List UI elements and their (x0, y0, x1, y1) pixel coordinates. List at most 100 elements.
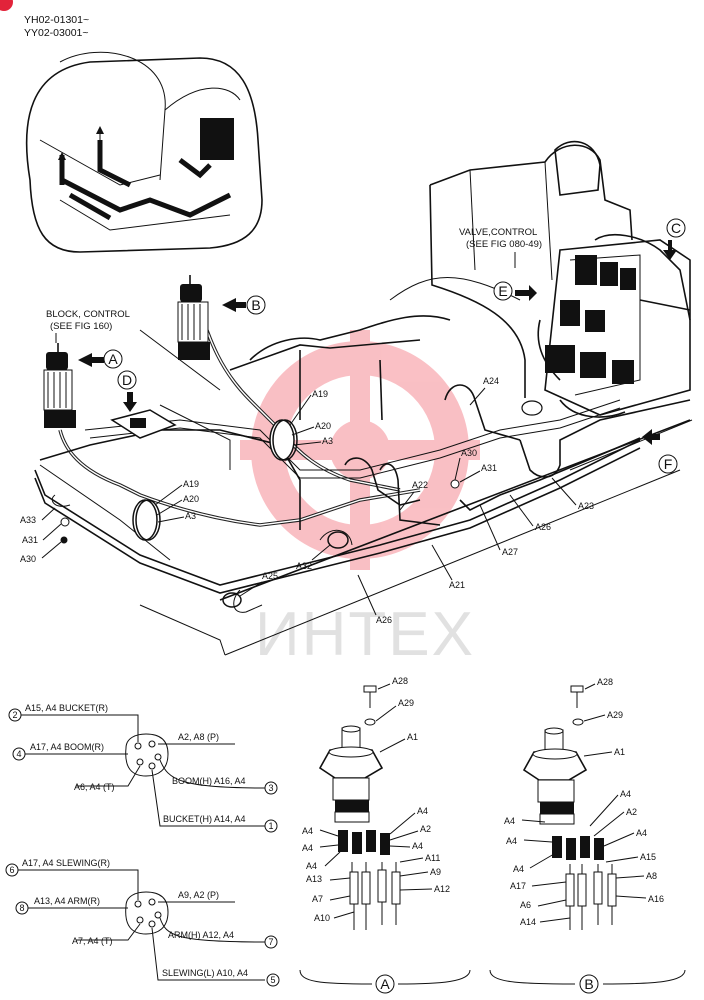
svg-text:A29: A29 (607, 710, 623, 720)
label-a27: A27 (502, 547, 518, 557)
label-a25: A25 (262, 571, 278, 581)
svg-text:E: E (498, 283, 507, 299)
svg-text:5: 5 (270, 975, 275, 985)
label-a22: A22 (412, 480, 428, 490)
label-a20-a: A20 (183, 494, 199, 504)
svg-text:SLEWING(L) A10, A4: SLEWING(L) A10, A4 (162, 968, 248, 978)
watermark-text: ИНТЕХ (255, 600, 475, 669)
detail-b-exploded-view: A28 A29 A1 A4 A2 A4 A4 A4 A4 A15 A17 A8 … (489, 677, 686, 994)
svg-text:2: 2 (12, 710, 17, 720)
label-a19-a: A19 (183, 479, 199, 489)
label-a26-b: A26 (376, 615, 392, 625)
svg-text:A11: A11 (425, 853, 440, 863)
svg-text:A13, A4 ARM(R): A13, A4 ARM(R) (34, 896, 100, 906)
svg-text:A7, A4 (T): A7, A4 (T) (72, 936, 113, 946)
svg-text:A14: A14 (520, 917, 536, 927)
label-a31-r: A31 (481, 463, 497, 473)
control-valve-cluster (537, 234, 691, 418)
label-a20-b: A20 (315, 421, 331, 431)
svg-text:6: 6 (9, 865, 14, 875)
label-a31-l: A31 (22, 535, 38, 545)
marker-f: F (658, 454, 678, 474)
main-callouts: A19 A20 A3 A19 A20 A3 A24 A30 A31 A22 A2… (20, 376, 594, 625)
svg-text:A4: A4 (302, 826, 313, 836)
svg-text:A16: A16 (648, 894, 664, 904)
svg-text:A6: A6 (520, 900, 531, 910)
svg-text:A2: A2 (420, 824, 431, 834)
caption-valve-control-2: (SEE FIG 080-49) (466, 239, 542, 250)
serial-2: YY02-03001~ (24, 27, 89, 39)
pilot-valve-a (43, 343, 76, 428)
svg-text:A4: A4 (504, 816, 515, 826)
label-a33: A33 (20, 515, 36, 525)
svg-text:A28: A28 (597, 677, 613, 687)
svg-text:A6, A4 (T): A6, A4 (T) (74, 782, 115, 792)
svg-text:A17: A17 (510, 881, 526, 891)
svg-text:BOOM(H) A16, A4: BOOM(H) A16, A4 (172, 776, 246, 786)
svg-text:A8: A8 (646, 871, 657, 881)
label-a3-a: A3 (185, 511, 196, 521)
machine-inset-sketch (25, 51, 263, 253)
marker-e: E (493, 281, 513, 301)
label-a32: A32 (296, 561, 312, 571)
svg-text:A: A (108, 351, 118, 367)
svg-text:A15: A15 (640, 852, 656, 862)
svg-text:A7: A7 (312, 894, 323, 904)
marker-b: B (246, 295, 266, 315)
caption-valve-control-1: VALVE,CONTROL (459, 227, 537, 238)
port-map-2: 6 8 7 5 A17, A4 SLEWING(R) A13, A4 ARM(R… (5, 858, 280, 987)
svg-text:A29: A29 (398, 698, 414, 708)
svg-text:A4: A4 (506, 836, 517, 846)
detail-a-exploded-view: A28 A29 A1 A4 A2 A4 A4 A4 A4 A11 A13 A9 … (299, 676, 471, 994)
svg-text:1: 1 (268, 821, 273, 831)
svg-text:A1: A1 (614, 747, 625, 757)
view-arrows (78, 240, 677, 445)
svg-text:A4: A4 (620, 789, 631, 799)
svg-text:A15, A4 BUCKET(R): A15, A4 BUCKET(R) (25, 703, 108, 713)
label-a3-b: A3 (322, 436, 333, 446)
svg-text:A4: A4 (412, 841, 423, 851)
svg-text:BUCKET(H) A14, A4: BUCKET(H) A14, A4 (163, 814, 246, 824)
label-a24: A24 (483, 376, 499, 386)
control-block-d (110, 409, 177, 439)
svg-text:A28: A28 (392, 676, 408, 686)
label-a19-b: A19 (312, 389, 328, 399)
label-a30-l: A30 (20, 554, 36, 564)
port-map-1: 2 4 3 1 A15, A4 BUCKET(R) A17, A4 BOOM(R… (8, 703, 278, 833)
svg-text:B: B (584, 976, 593, 992)
svg-text:B: B (251, 297, 260, 313)
label-a26-r: A26 (535, 522, 551, 532)
svg-text:A: A (380, 976, 390, 992)
svg-text:3: 3 (268, 783, 273, 793)
svg-text:A9: A9 (430, 867, 441, 877)
svg-text:A4: A4 (513, 864, 524, 874)
label-a21: A21 (449, 580, 465, 590)
hose-couplings (51, 400, 543, 608)
svg-text:A1: A1 (407, 732, 418, 742)
svg-text:D: D (122, 372, 132, 388)
svg-text:A2: A2 (626, 807, 637, 817)
svg-text:A10: A10 (314, 913, 330, 923)
svg-text:A4: A4 (417, 806, 428, 816)
svg-text:8: 8 (19, 903, 24, 913)
svg-text:A17, A4 SLEWING(R): A17, A4 SLEWING(R) (22, 858, 110, 868)
svg-text:F: F (664, 456, 673, 472)
svg-text:7: 7 (268, 937, 273, 947)
svg-text:ARM(H) A12, A4: ARM(H) A12, A4 (168, 930, 234, 940)
svg-text:A4: A4 (302, 843, 313, 853)
marker-a: A (103, 349, 123, 369)
corner-badge (0, 0, 13, 11)
svg-text:4: 4 (16, 749, 21, 759)
svg-text:A4: A4 (306, 861, 317, 871)
marker-c: C (666, 218, 686, 238)
svg-text:A13: A13 (306, 874, 322, 884)
label-a30-r: A30 (461, 448, 477, 458)
svg-text:A9, A2 (P): A9, A2 (P) (178, 890, 219, 900)
caption-block-control-2: (SEE FIG 160) (50, 321, 112, 332)
svg-text:A12: A12 (434, 884, 450, 894)
caption-block-control-1: BLOCK, CONTROL (46, 309, 130, 320)
svg-text:A4: A4 (636, 828, 647, 838)
svg-text:A2, A8 (P): A2, A8 (P) (178, 732, 219, 742)
serial-1: YH02-01301~ (24, 14, 89, 26)
